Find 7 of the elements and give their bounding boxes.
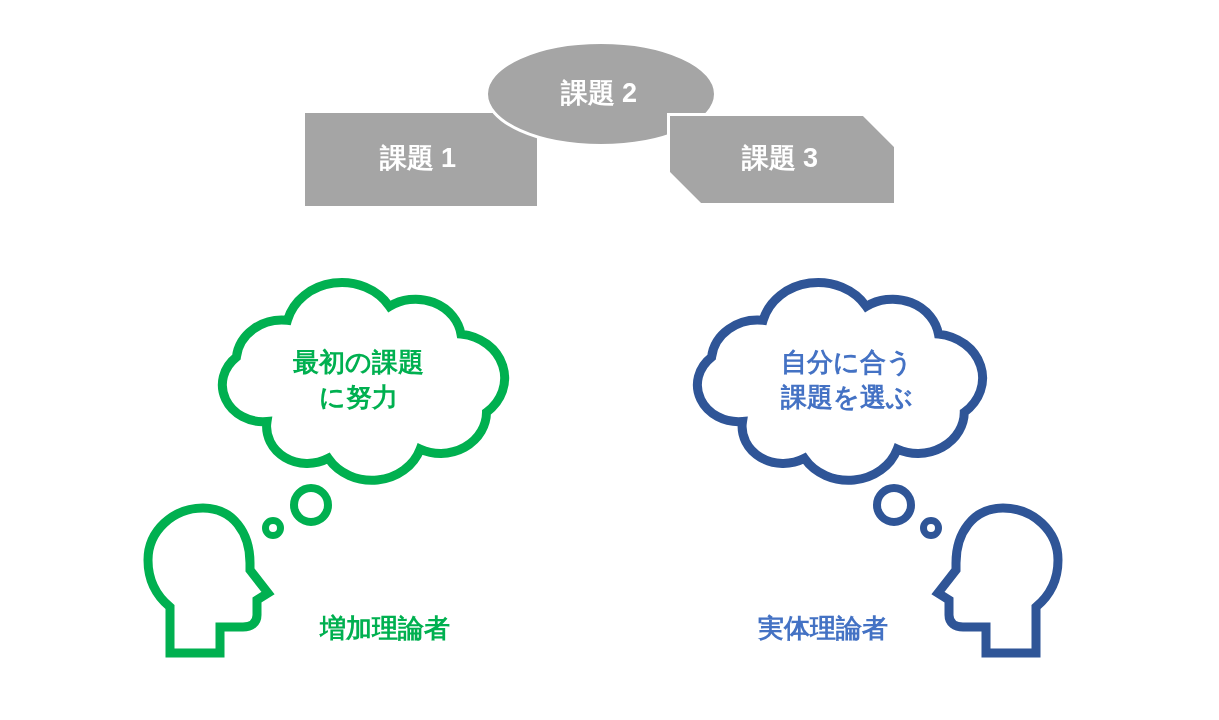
role-label: 増加理論者 [320, 611, 450, 645]
task-label: 課題 1 [379, 141, 457, 175]
task-label: 課題 3 [741, 141, 819, 175]
role-label: 実体理論者 [758, 611, 888, 645]
thought-text: 最初の課題に努力 [291, 346, 425, 414]
task-label: 課題 2 [560, 76, 638, 110]
thought-text: 自分に合う課題を選ぶ [780, 346, 914, 414]
